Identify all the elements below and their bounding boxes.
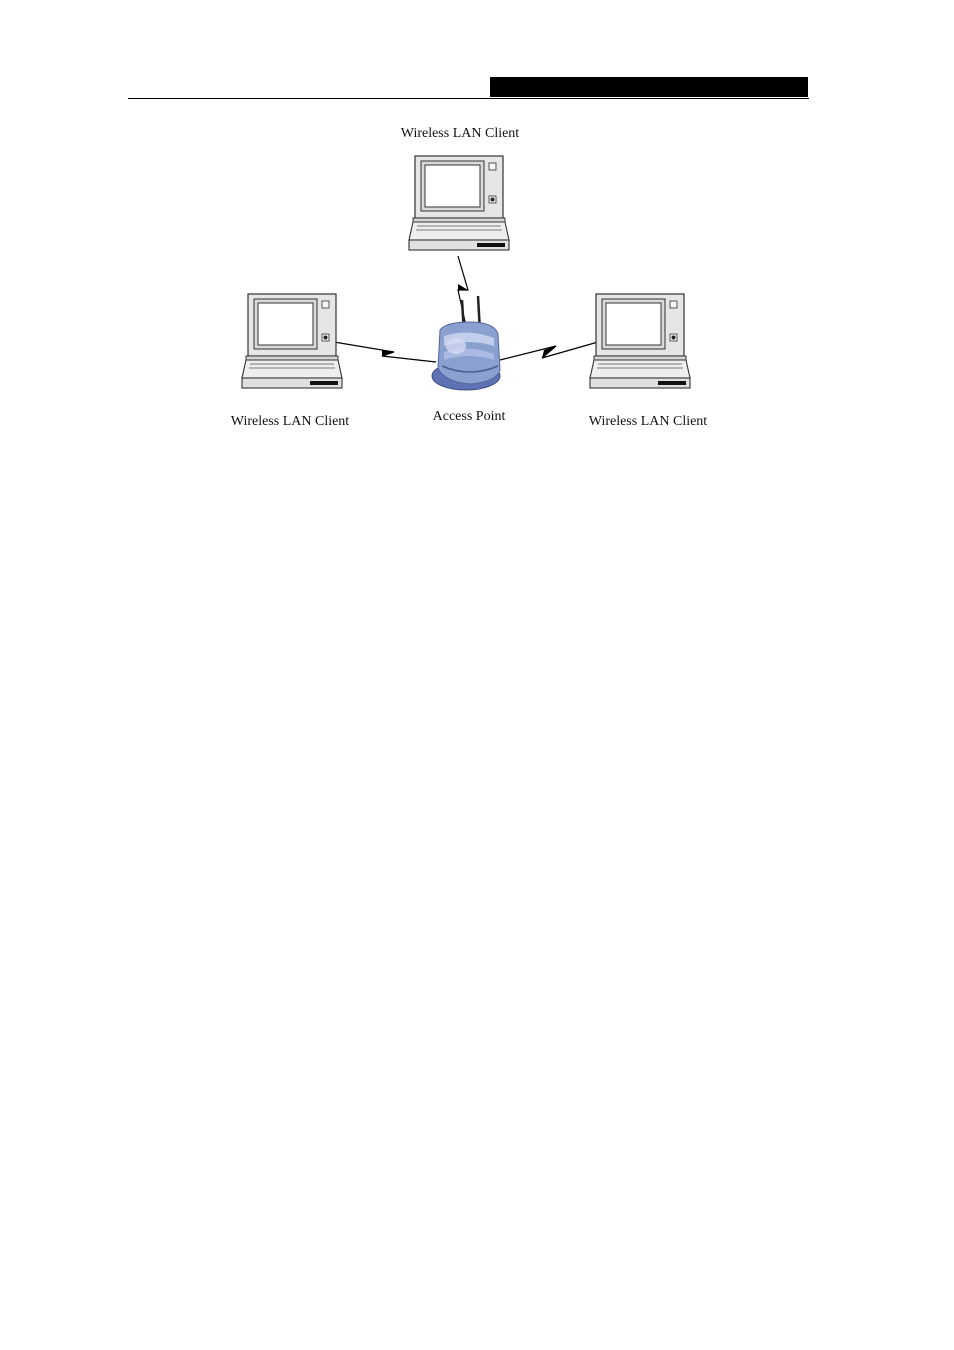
header-bar — [490, 77, 808, 97]
header-rule — [128, 98, 809, 99]
client-top-label: Wireless LAN Client — [400, 126, 520, 141]
access-point-icon — [431, 295, 501, 391]
laptop-left-icon — [241, 293, 343, 389]
laptop-right-icon — [589, 293, 691, 389]
laptop-top-icon — [408, 155, 510, 251]
client-left-label: Wireless LAN Client — [230, 414, 350, 429]
client-right-label: Wireless LAN Client — [588, 414, 708, 429]
network-diagram — [241, 155, 691, 391]
access-point-label: Access Point — [432, 409, 506, 424]
